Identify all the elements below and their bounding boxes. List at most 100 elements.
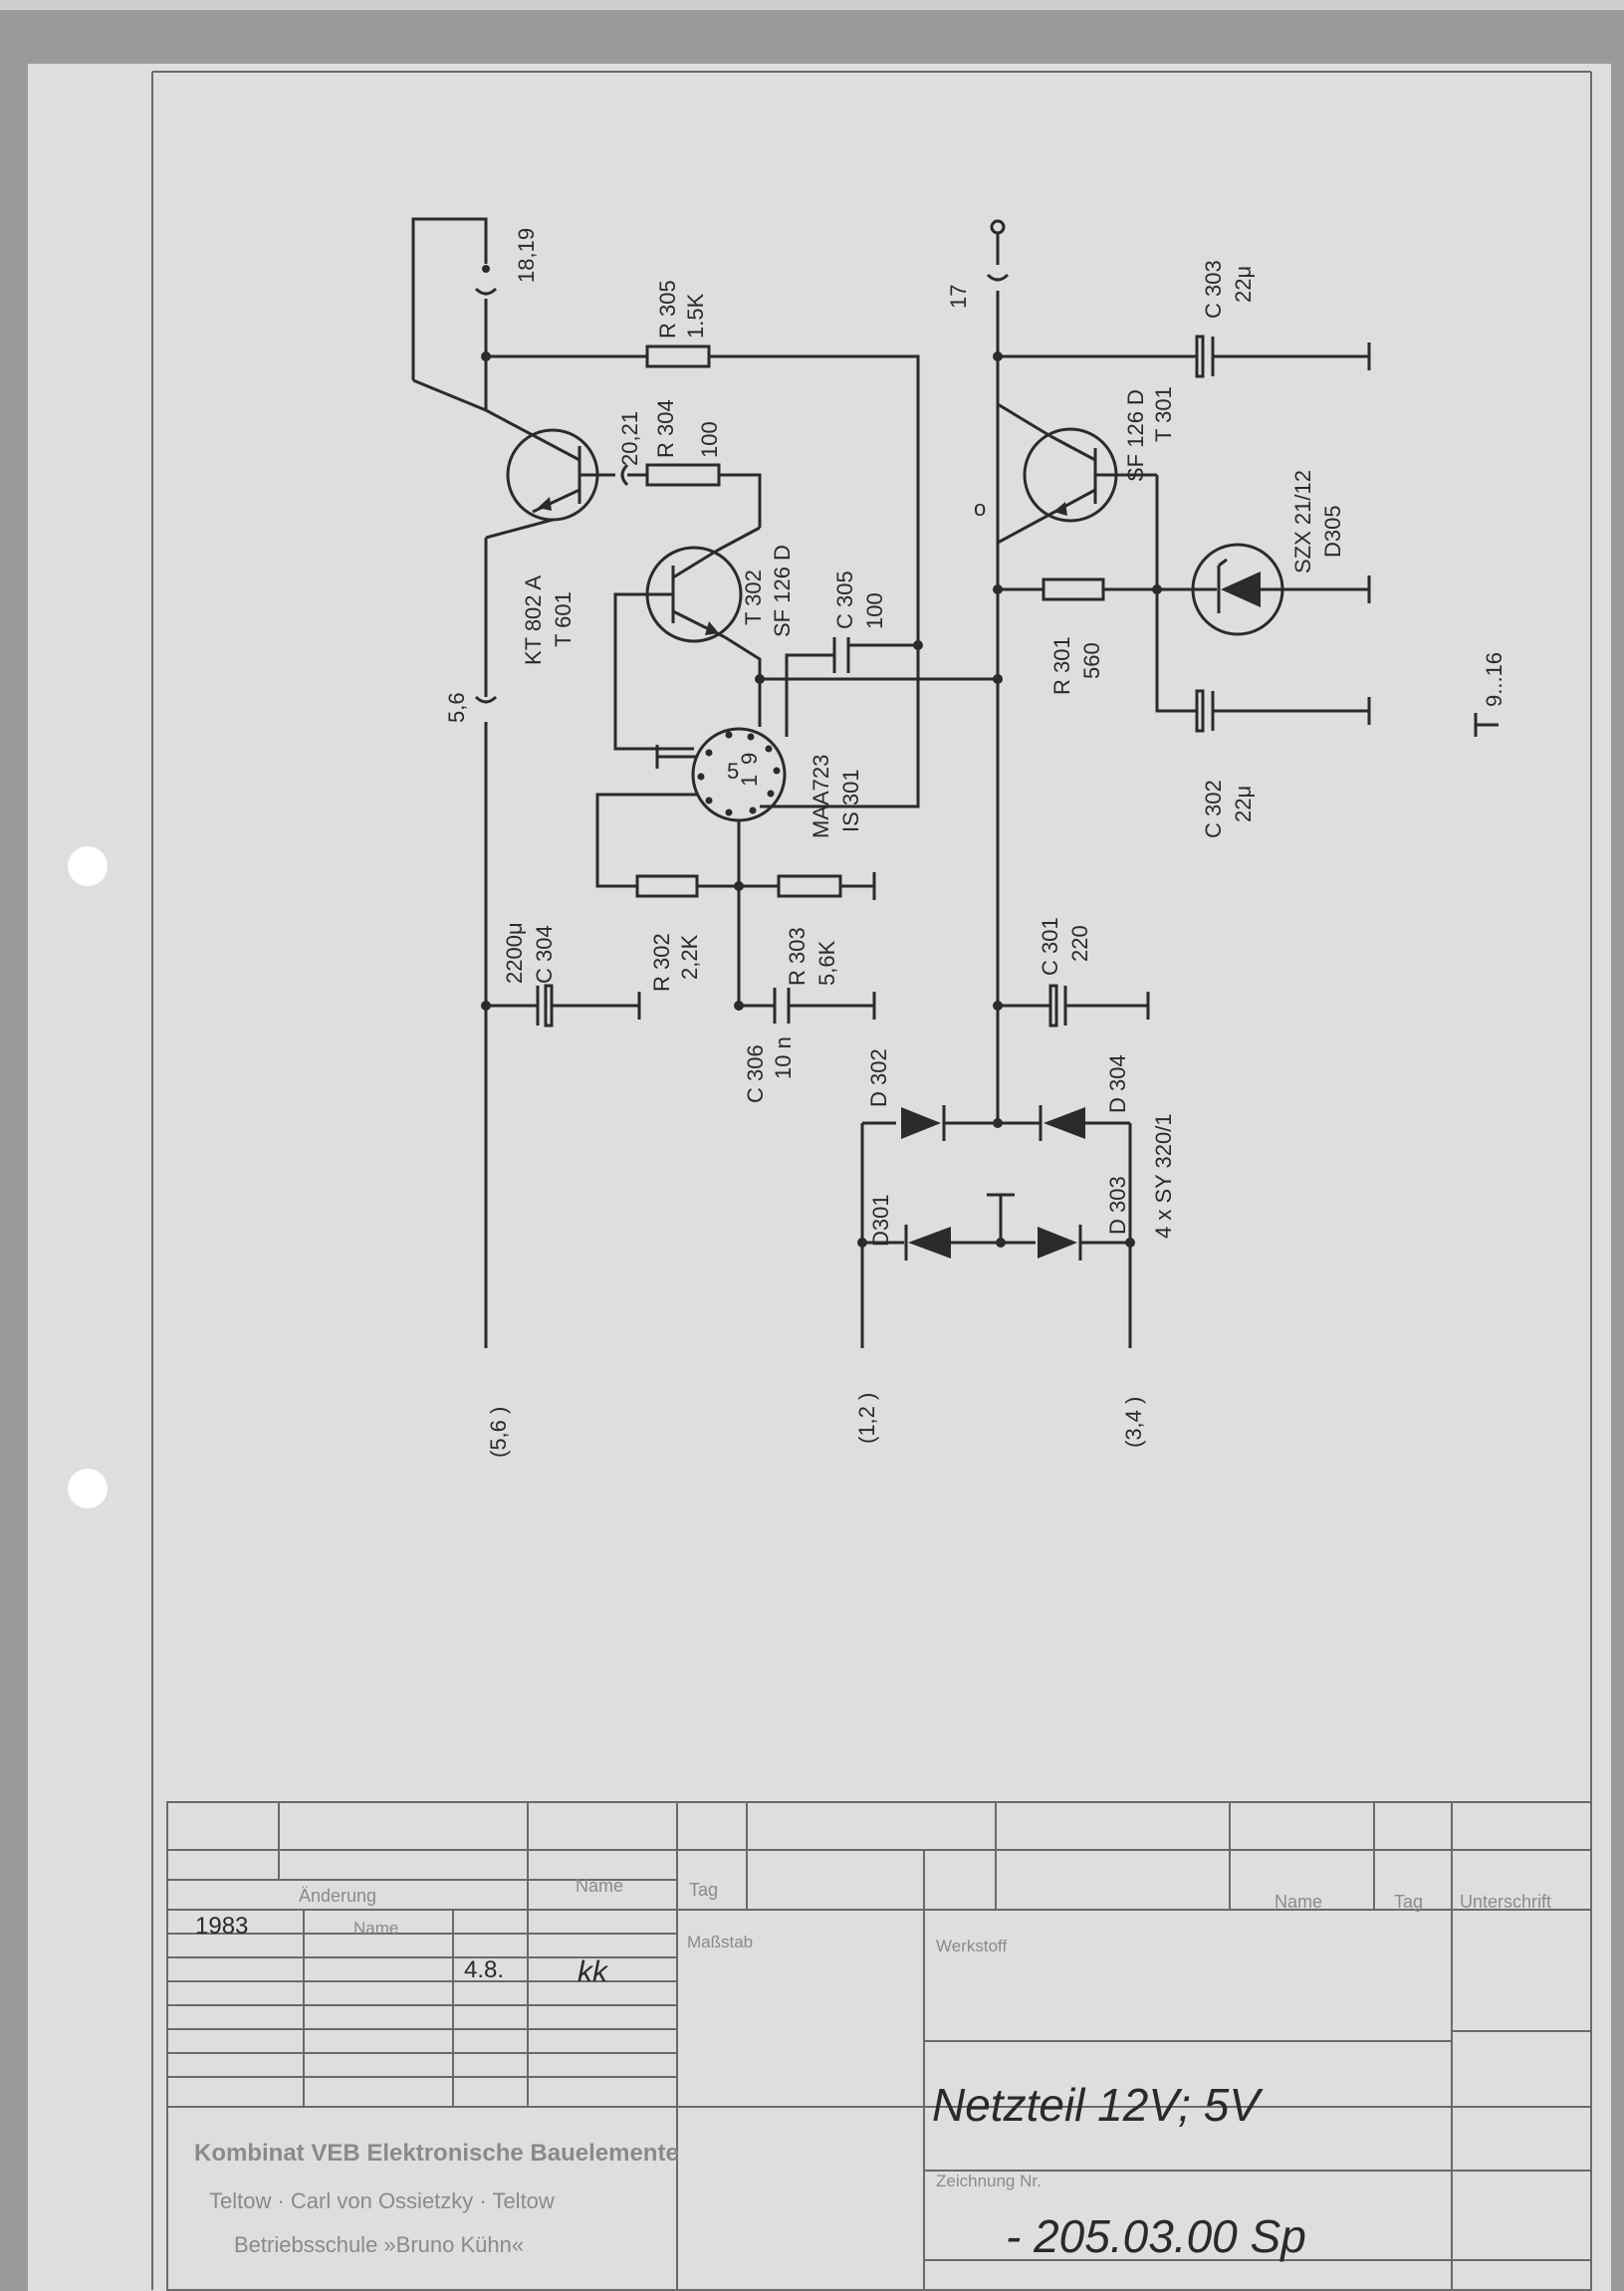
t301-emitter-arrow [1053, 502, 1067, 516]
zener-d305 [1221, 572, 1261, 607]
label-r304-ref: R 304 [653, 399, 678, 458]
label-terminal-3-4: (3,4 ) [1121, 1397, 1146, 1448]
right-section: C 301 220 SF 126 D T 301 o 17 C 303 22μ [946, 219, 1507, 1123]
wire [411, 217, 488, 380]
terminal-18-19-arc [474, 287, 498, 296]
terminal-20-21-arc [620, 463, 629, 487]
terminal-5-6-arc [474, 695, 498, 704]
label-d302: D 302 [866, 1048, 891, 1107]
label-c301-ref: C 301 [1038, 917, 1062, 976]
wire [716, 526, 761, 553]
tb-signature: kk [578, 1955, 609, 1988]
t302-emitter-arrow [705, 621, 719, 635]
label-r301-value: 560 [1079, 642, 1104, 679]
label-d305-ref: D305 [1320, 505, 1345, 558]
label-terminal-18-19: 18,19 [514, 228, 539, 283]
label-t301-ref: T 301 [1151, 386, 1176, 442]
title-block-frame [166, 1801, 1592, 2291]
wire [709, 354, 920, 645]
capacitor-c303-plate1 [1195, 335, 1205, 378]
t601-collector [485, 408, 580, 462]
label-r302-value: 2,2K [677, 934, 702, 980]
label-d304: D 304 [1105, 1054, 1130, 1113]
drawing-title: Netzteil 12V; 5V [932, 2079, 1264, 2131]
label-c306-value: 10 n [771, 1036, 796, 1079]
wire [719, 473, 762, 528]
diode-d303 [1038, 1227, 1077, 1259]
label-c304-value: 2200μ [502, 922, 527, 984]
tb-header-zeichnung: Zeichnung Nr. [936, 2172, 1042, 2190]
label-r301-ref: R 301 [1049, 636, 1074, 695]
label-terminal-1-2: (1,2 ) [854, 1393, 879, 1444]
wire [997, 402, 1051, 438]
wire [724, 635, 762, 679]
wire [595, 793, 697, 888]
label-c306-ref: C 306 [743, 1044, 768, 1103]
tb-header-unterschrift: Unterschrift [1460, 1892, 1551, 1912]
label-t301-type: SF 126 D [1123, 389, 1148, 482]
company-school: Betriebsschule »Bruno Kühn« [234, 2232, 524, 2257]
node [993, 674, 1003, 684]
label-t302-type: SF 126 D [770, 545, 795, 637]
label-terminal-5-6-bot: (5,6 ) [486, 1407, 511, 1458]
wire [1155, 475, 1197, 713]
wire [613, 592, 694, 751]
paper-top-edge [0, 0, 1624, 10]
label-r304-value: 100 [697, 421, 722, 458]
label-t601-type: KT 802 A [521, 575, 546, 665]
paper [28, 64, 1611, 2291]
punch-hole-bottom [68, 1469, 108, 1508]
tb-header-name-r: Name [1275, 1892, 1322, 1912]
label-terminal-20-21: 20,21 [617, 411, 642, 466]
tb-header-massstab: Maßstab [687, 1933, 753, 1951]
label-r305-value: 1.5K [683, 293, 708, 339]
label-terminal-5-6-top: 5,6 [444, 692, 469, 723]
t301-collector [1049, 434, 1096, 462]
company-name: Kombinat VEB Elektronische Bauelemente [194, 2140, 679, 2167]
label-d303: D 303 [1105, 1176, 1130, 1235]
label-is301-ref: IS 301 [838, 769, 863, 832]
t302-collector [672, 549, 718, 579]
label-r303-ref: R 303 [785, 927, 810, 986]
tb-header-name: Name [576, 1876, 623, 1896]
drawing-number: - 205.03.00 Sp [1006, 2210, 1306, 2262]
title-block: Änderung Name Name Tag Name Tag Untersch… [166, 1801, 1592, 2291]
label-t302-ref: T 302 [741, 570, 766, 625]
terminal-17-arc [986, 273, 1010, 282]
ic-pin-1: 1 [737, 775, 762, 787]
terminal-18-19 [482, 265, 490, 273]
punch-hole-top [68, 846, 108, 886]
label-c305-value: 100 [862, 592, 887, 629]
left-section: 18,19 R 305 1.5K KT 802 A T 601 20,21 R … [411, 217, 999, 1458]
label-d305-type: SZX 21/12 [1290, 470, 1315, 573]
label-open-mark: o [974, 496, 986, 521]
wire [997, 514, 1048, 545]
ic-pin-9: 9 [737, 753, 762, 765]
diode-d304 [1044, 1107, 1085, 1139]
label-t601-ref: T 601 [551, 591, 576, 647]
tb-header-aenderung: Änderung [299, 1886, 376, 1906]
capacitor-c301-plate1 [1048, 984, 1058, 1028]
t601-emitter-arrow [538, 497, 552, 511]
label-c305-ref: C 305 [832, 571, 857, 629]
tb-day: 4.8. [464, 1956, 504, 1983]
label-gnd-ref: 9...16 [1482, 652, 1507, 707]
label-is301-type: MAA723 [809, 755, 833, 838]
label-d301: D301 [868, 1194, 893, 1247]
label-c302-value: 22μ [1231, 786, 1256, 822]
wire [485, 518, 554, 540]
label-c301-value: 220 [1067, 925, 1092, 962]
ic-pins [697, 731, 781, 816]
company-address: Teltow · Carl von Ossietzky · Teltow [209, 2188, 555, 2213]
label-r302-ref: R 302 [649, 933, 674, 992]
label-c302-ref: C 302 [1201, 780, 1226, 838]
label-terminal-17: 17 [946, 285, 971, 309]
diode-d302 [901, 1107, 941, 1139]
diode-d301 [908, 1227, 951, 1259]
tb-header-tag: Tag [689, 1880, 718, 1900]
wire [412, 378, 487, 412]
label-r305-ref: R 305 [655, 280, 680, 339]
wire [760, 645, 920, 808]
capacitor-c302-plate1 [1195, 689, 1205, 733]
zener-d305-bar-tip [1218, 558, 1228, 568]
